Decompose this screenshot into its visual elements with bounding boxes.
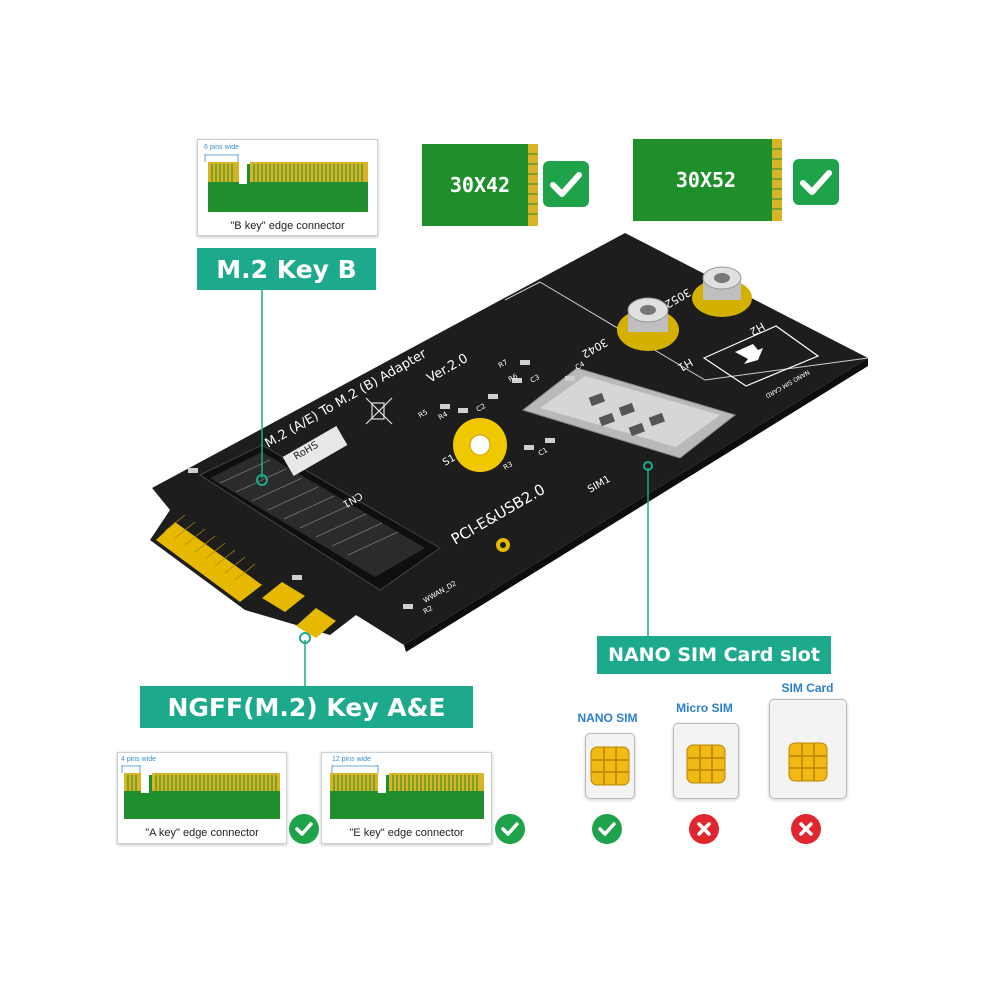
check-30x42-icon (543, 161, 589, 207)
board-part-r7: R7 (497, 358, 509, 370)
card-size-30x42-label: 30X42 (449, 173, 511, 197)
a-key-pins-label: 4 pins wide (121, 756, 157, 763)
e-key-pins-label: 12 pins wide (332, 756, 371, 763)
b-key-caption: "B key" edge connector (230, 220, 345, 232)
full-sim-x-icon (791, 814, 821, 844)
b-key-connector-thumbnail: 6 pins wide "B key" edge connector (197, 139, 378, 236)
e-key-caption: "E key" edge connector (349, 827, 464, 839)
a-key-caption: "A key" edge connector (145, 827, 259, 839)
micro-sim-x-icon (689, 814, 719, 844)
a-key-connector-thumbnail: 4 pins wide "A key" edge connector (117, 752, 287, 844)
card-size-30x52-label: 30X52 (675, 168, 737, 192)
e-key-connector-thumbnail: 12 pins wide "E key" edge connector (321, 752, 492, 844)
card-size-30x42: 30X42 (422, 144, 538, 226)
micro-sim-card (673, 723, 739, 799)
nano-sim-chip-icon (590, 746, 630, 786)
sim-title-nano: NANO SIM (577, 711, 638, 725)
check-30x52-icon (793, 159, 839, 205)
board-part-c1: C1 (537, 446, 549, 458)
board-part-r4: R4 (437, 410, 450, 422)
e-key-connector-image (330, 765, 484, 819)
card-30x52-edge (772, 139, 782, 221)
board-part-c3: C3 (529, 373, 541, 385)
e-key-check-icon (495, 814, 525, 844)
sim-title-micro: Micro SIM (676, 701, 733, 715)
nano-sim-slot-label: NANO SIM Card slot (597, 636, 831, 674)
board-part-c2: C2 (475, 402, 487, 414)
ngff-key-ae-label: NGFF(M.2) Key A&E (140, 686, 473, 728)
card-size-30x52: 30X52 (633, 139, 779, 221)
full-sim-card (769, 699, 847, 799)
a-key-connector-image (121, 765, 280, 819)
a-key-check-icon (289, 814, 319, 844)
board-part-r5: R5 (417, 408, 429, 420)
b-key-pins-label: 6 pins wide (204, 144, 240, 151)
full-sim-chip-icon (788, 742, 828, 782)
board-part-c4: C4 (574, 360, 587, 372)
m2-key-b-label: M.2 Key B (197, 248, 376, 290)
board-part-r6: R6 (507, 372, 520, 384)
board-part-r3: R3 (502, 460, 514, 472)
board-r2-label: R2 (422, 604, 434, 616)
nano-sim-check-icon (592, 814, 622, 844)
b-key-connector-image (204, 154, 368, 212)
nano-sim-card (585, 733, 635, 799)
sim-title-full: SIM Card (781, 681, 834, 695)
micro-sim-chip-icon (686, 744, 726, 784)
card-30x42-edge (528, 144, 538, 226)
